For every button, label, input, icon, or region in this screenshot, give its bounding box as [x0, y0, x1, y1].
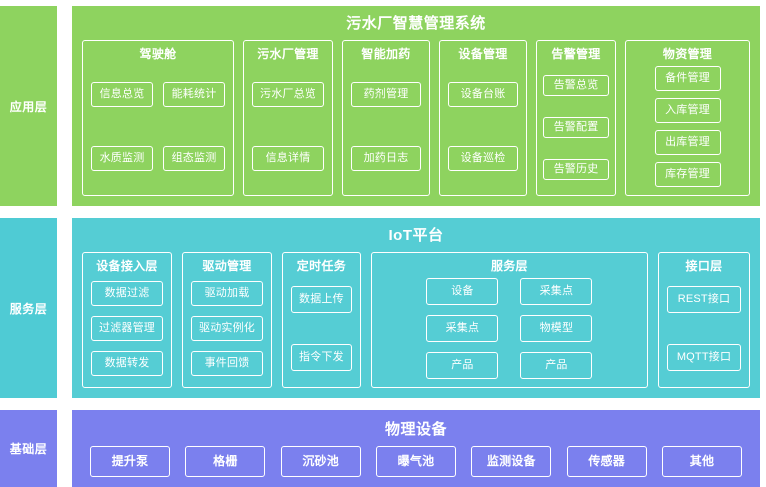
item-product-2[interactable]: 产品 [520, 352, 593, 379]
item-inbound-management[interactable]: 入库管理 [654, 98, 721, 123]
group-items: 药剂管理 加药日志 [351, 66, 421, 187]
item-aeration-tank[interactable]: 曝气池 [375, 446, 456, 477]
panel-title-application: 污水厂智慧管理系统 [346, 15, 486, 32]
group-items: REST接口 MQTT接口 [667, 278, 741, 379]
item-monitoring-device[interactable]: 监测设备 [471, 446, 552, 477]
group-cockpit[interactable]: 驾驶舱 信息总览 能耗统计 水质监测 组态监测 [82, 40, 234, 196]
item-device-inspection[interactable]: 设备巡检 [448, 145, 518, 171]
item-info-details[interactable]: 信息详情 [252, 145, 324, 171]
group-driver-management[interactable]: 驱动管理 驱动加载 驱动实例化 事件回馈 [182, 252, 272, 388]
item-driver-instantiation[interactable]: 驱动实例化 [191, 315, 263, 341]
layer-tab-label: 应用层 [9, 99, 48, 114]
item-data-forwarding[interactable]: 数据转发 [91, 351, 163, 377]
item-event-feedback[interactable]: 事件回馈 [191, 351, 263, 377]
layer-tab-label: 服务层 [9, 301, 48, 316]
item-grit-chamber[interactable]: 沉砂池 [280, 446, 361, 477]
group-items: 数据过滤 过滤器管理 数据转发 [91, 278, 163, 379]
item-collection-point-2[interactable]: 采集点 [426, 315, 499, 342]
item-alarm-overview[interactable]: 告警总览 [543, 74, 609, 96]
item-device-ledger[interactable]: 设备台账 [448, 82, 518, 108]
item-water-quality-monitoring[interactable]: 水质监测 [91, 146, 153, 171]
group-title: 服务层 [490, 259, 528, 273]
item-driver-loading[interactable]: 驱动加载 [191, 280, 263, 306]
layer-tab-infrastructure[interactable]: 基础层 [0, 410, 57, 487]
architecture-diagram: 应用层 污水厂智慧管理系统 驾驶舱 信息总览 能耗统计 水质监测 组态监测 污水… [0, 6, 766, 487]
item-info-overview[interactable]: 信息总览 [91, 82, 153, 107]
group-title: 接口层 [685, 259, 723, 273]
group-title: 驱动管理 [202, 259, 252, 273]
item-dosing-log[interactable]: 加药日志 [351, 145, 421, 171]
group-title: 设备管理 [458, 47, 508, 61]
layer-panel-service: IoT平台 设备接入层 数据过滤 过滤器管理 数据转发 驱动管理 驱动加载 驱动… [72, 218, 760, 398]
item-alarm-config[interactable]: 告警配置 [543, 116, 609, 138]
item-configuration-monitoring[interactable]: 组态监测 [163, 146, 225, 171]
group-alarm-management[interactable]: 告警管理 告警总览 告警配置 告警历史 [536, 40, 616, 196]
group-device-access-layer[interactable]: 设备接入层 数据过滤 过滤器管理 数据转发 [82, 252, 172, 388]
item-data-filtering[interactable]: 数据过滤 [91, 280, 163, 306]
layer-row-infrastructure: 基础层 物理设备 提升泵 格栅 沉砂池 曝气池 监测设备 传感器 其他 [0, 410, 766, 487]
item-reagent-management[interactable]: 药剂管理 [351, 82, 421, 108]
group-items: 污水厂总览 信息详情 [252, 66, 324, 187]
item-lift-pump[interactable]: 提升泵 [90, 446, 170, 477]
item-alarm-history[interactable]: 告警历史 [543, 159, 609, 181]
item-filter-management[interactable]: 过滤器管理 [91, 315, 163, 341]
layer-panel-infrastructure: 物理设备 提升泵 格栅 沉砂池 曝气池 监测设备 传感器 其他 [72, 410, 760, 487]
item-product-1[interactable]: 产品 [426, 352, 499, 379]
layer-panel-application: 污水厂智慧管理系统 驾驶舱 信息总览 能耗统计 水质监测 组态监测 污水厂管理 … [72, 6, 760, 206]
group-title: 物资管理 [662, 47, 713, 61]
item-grille[interactable]: 格栅 [185, 446, 266, 477]
item-command-dispatch[interactable]: 指令下发 [291, 343, 352, 371]
panel-title-physical-devices: 物理设备 [384, 421, 447, 438]
group-interface-layer[interactable]: 接口层 REST接口 MQTT接口 [658, 252, 750, 388]
group-title: 智能加药 [361, 47, 411, 61]
layer-row-service: 服务层 IoT平台 设备接入层 数据过滤 过滤器管理 数据转发 驱动管理 驱动加… [0, 218, 766, 398]
panel-title-iot-platform: IoT平台 [388, 227, 444, 244]
layer-tab-service[interactable]: 服务层 [0, 218, 57, 398]
group-device-management[interactable]: 设备管理 设备台账 设备巡检 [439, 40, 527, 196]
layer-tab-application[interactable]: 应用层 [0, 6, 57, 206]
group-plant-management[interactable]: 污水厂管理 污水厂总览 信息详情 [243, 40, 333, 196]
item-device[interactable]: 设备 [426, 278, 499, 305]
group-smart-dosing[interactable]: 智能加药 药剂管理 加药日志 [342, 40, 430, 196]
group-items: 设备台账 设备巡检 [448, 66, 518, 187]
item-thing-model[interactable]: 物模型 [520, 315, 593, 342]
group-scheduled-tasks[interactable]: 定时任务 数据上传 指令下发 [282, 252, 361, 388]
layer-row-application: 应用层 污水厂智慧管理系统 驾驶舱 信息总览 能耗统计 水质监测 组态监测 污水… [0, 6, 766, 206]
group-service-layer[interactable]: 服务层 设备 采集点 采集点 物模型 产品 产品 [370, 252, 648, 388]
item-spare-parts-management[interactable]: 备件管理 [654, 66, 721, 91]
item-sensor[interactable]: 传感器 [566, 446, 647, 477]
item-other[interactable]: 其他 [661, 446, 742, 477]
group-title: 设备接入层 [96, 259, 158, 273]
group-material-management[interactable]: 物资管理 备件管理 入库管理 出库管理 库存管理 [625, 40, 750, 196]
service-groups: 设备接入层 数据过滤 过滤器管理 数据转发 驱动管理 驱动加载 驱动实例化 事件… [82, 252, 750, 388]
group-title: 驾驶舱 [139, 47, 177, 61]
group-items: 信息总览 能耗统计 水质监测 组态监测 [91, 66, 225, 187]
group-items: 设备 采集点 采集点 物模型 产品 产品 [380, 278, 639, 379]
group-title: 定时任务 [296, 259, 346, 273]
item-inventory-management[interactable]: 库存管理 [654, 162, 721, 187]
item-plant-overview[interactable]: 污水厂总览 [252, 82, 324, 108]
item-data-upload[interactable]: 数据上传 [291, 286, 352, 314]
group-title: 污水厂管理 [257, 47, 319, 61]
group-title: 告警管理 [551, 47, 601, 61]
infrastructure-items: 提升泵 格栅 沉砂池 曝气池 监测设备 传感器 其他 [82, 446, 750, 477]
item-outbound-management[interactable]: 出库管理 [654, 130, 721, 155]
application-groups: 驾驶舱 信息总览 能耗统计 水质监测 组态监测 污水厂管理 污水厂总览 信息详情 [82, 40, 750, 196]
item-energy-statistics[interactable]: 能耗统计 [163, 82, 225, 107]
group-items: 备件管理 入库管理 出库管理 库存管理 [634, 66, 741, 187]
group-items: 告警总览 告警配置 告警历史 [543, 66, 609, 189]
group-items: 驱动加载 驱动实例化 事件回馈 [191, 278, 263, 379]
item-mqtt-interface[interactable]: MQTT接口 [667, 343, 741, 371]
layer-tab-label: 基础层 [9, 442, 48, 456]
group-items: 数据上传 指令下发 [291, 278, 352, 379]
item-rest-interface[interactable]: REST接口 [667, 286, 741, 314]
item-collection-point-1[interactable]: 采集点 [520, 278, 593, 305]
